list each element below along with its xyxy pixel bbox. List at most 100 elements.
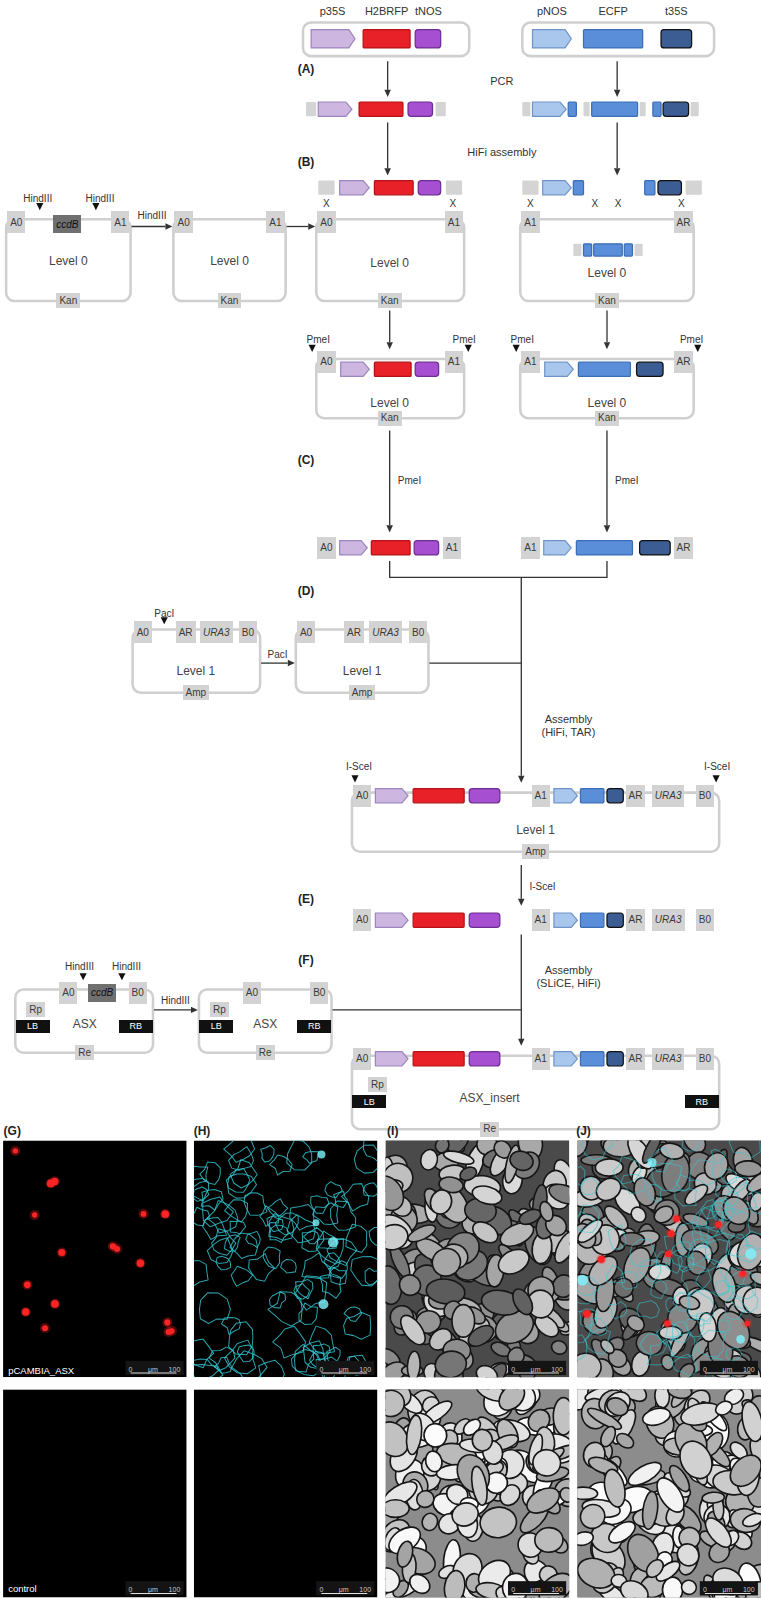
label-anchor: HindIII [138,205,167,223]
ecfp-signal [363,1183,377,1196]
nucleus-glow [666,1229,676,1239]
cell-outline [469,1218,501,1247]
nucleus-glow [21,1307,31,1317]
cell-outline [395,1540,415,1569]
annotation: X [678,198,685,209]
gene-part [607,913,623,927]
label-anchor: μm [339,1358,349,1376]
part-label: AR [629,1053,643,1065]
cell-outline [605,1517,639,1547]
part-label: Rp [29,1004,42,1016]
gene-part [469,1052,500,1066]
part-box: A0 [353,785,371,807]
ecfp-signal [231,1266,253,1286]
part-box: B0 [696,785,714,807]
plasmid-outline [520,219,693,301]
nucleus-glow [46,1178,56,1188]
gene-part [413,789,464,803]
annotation: I-SceI [529,881,555,892]
nucleus-glow [596,1254,606,1264]
ecfp-signal [606,1265,625,1283]
plasmid-name: Level 1 [176,664,215,678]
label-anchor: PmeI [680,329,703,347]
gene-part [640,541,671,555]
label-anchor: μm [531,1358,541,1376]
nucleus-glow [10,1146,20,1156]
ecfp-bright-spot [318,1299,328,1309]
ecfp-signal [711,1149,725,1164]
cell-outline [680,1579,698,1596]
annotation: Assembly (HiFi, TAR) [532,714,604,739]
part-label: AR [677,217,691,229]
ecfp-signal [747,1191,761,1214]
cell-outline [420,1512,439,1533]
part-label: AR [347,627,361,639]
connector-line [333,1010,522,1039]
ecfp-signal [273,1326,306,1358]
label-anchor: t35S [665,1,688,19]
micrograph [577,1140,761,1377]
cell-outline [530,1447,563,1478]
scale-bar-ground [508,1361,566,1375]
ecfp-signal [676,1175,690,1191]
cell-outline [494,1389,530,1415]
gene-part [624,244,632,256]
cell-outline [628,1204,649,1225]
part-box: A1 [532,1048,550,1070]
cell-outline [577,1500,609,1533]
gene-part [371,541,410,555]
cell-outline [386,1564,404,1597]
part-box: A0 [317,537,335,559]
ecfp-signal [201,1189,223,1210]
part-label: A0 [320,542,332,554]
cell-outline [424,1449,444,1473]
cell-outline [595,1159,623,1177]
gene-part [580,1052,603,1066]
plasmid-label-anchor: ASX [73,1014,97,1032]
cell-outline [739,1400,761,1444]
part-label: Kan [598,412,616,424]
arrowhead [604,342,610,349]
label-anchor: 0 [129,1358,133,1376]
scale-bar-label: 100 [551,1366,563,1373]
annotation: p35S [320,5,346,17]
plasmid-label-anchor: ASX [253,1014,277,1032]
gene-part [578,362,630,376]
part-box: AR [626,785,646,807]
flow-arrow [387,61,388,90]
plasmid-label-anchor: Level 0 [210,251,249,269]
ecfp-signal [354,1145,377,1173]
arrowhead [384,90,391,97]
part-label: A1 [535,914,547,926]
ecfp-signal [640,1334,667,1355]
panel-letter: (A) [298,62,315,76]
plasmid-outline [522,22,714,56]
label-anchor: 0 [511,1358,515,1376]
annotation: pNOS [537,5,567,17]
part-label: A0 [177,217,189,229]
label-anchor: 0 [129,1578,133,1596]
label-anchor: 100 [359,1578,371,1596]
ecfp-signal [637,1301,659,1319]
annotation: I-SceI [346,761,372,772]
ecfp-signal [270,1225,288,1242]
part-label: ccdB [91,987,113,999]
cut-site [465,345,472,352]
cell-outline [442,1149,475,1167]
arrowhead [518,776,524,783]
part-box: URA3 [652,909,685,931]
ecfp-signal [200,1162,220,1185]
rfp-nucleus [13,1148,18,1153]
micrograph-ground [3,1389,187,1597]
part-box: Amp [183,685,210,700]
scale-bar-label: 0 [319,1366,323,1373]
ecfp-bright-spot [328,1237,339,1248]
annotation: X [591,198,598,209]
rfp-nucleus [58,1249,65,1256]
cell-outline [741,1511,761,1529]
scale-bar-label: 100 [359,1586,371,1593]
cell-outline [425,1277,466,1306]
part-box: AR [626,909,646,931]
label-anchor: μm [531,1578,541,1596]
